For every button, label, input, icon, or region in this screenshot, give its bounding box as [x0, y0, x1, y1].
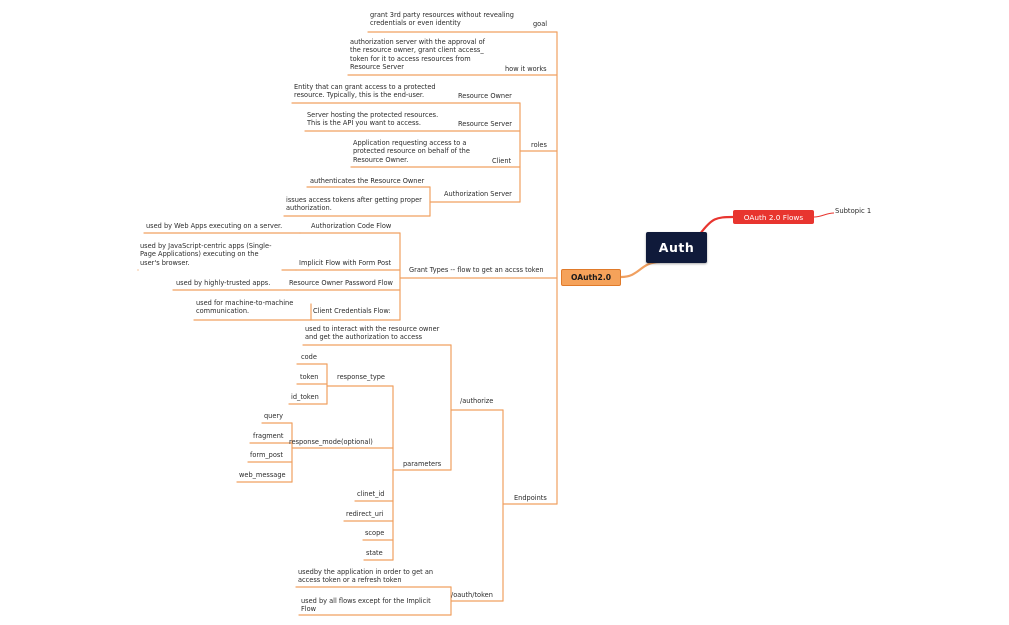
how-it-works-node[interactable]: how it works [505, 65, 547, 73]
response-mode-form-post[interactable]: form_post [250, 451, 283, 459]
response-mode-node[interactable]: response_mode(optional) [289, 438, 373, 446]
topic-oauth2[interactable]: OAuth2.0 [561, 269, 621, 286]
client-note: Application requesting access to a prote… [353, 139, 470, 164]
resource-server-note: Server hosting the protected resources. … [307, 111, 439, 128]
response-type-node[interactable]: response_type [337, 373, 385, 381]
resource-owner-note: Entity that can grant access to a protec… [294, 83, 436, 100]
response-type-id-token[interactable]: id_token [291, 393, 319, 401]
implicit-node[interactable]: Implicit Flow with Form Post [299, 259, 392, 267]
password-node[interactable]: Resource Owner Password Flow [289, 279, 393, 287]
auth-code-note: used by Web Apps executing on a server. [146, 222, 283, 230]
response-mode-web-message[interactable]: web_message [239, 471, 286, 479]
token-endpoint-node[interactable]: /oauth/token [451, 591, 493, 599]
param-redirect-uri[interactable]: redirect_uri [346, 510, 384, 518]
response-mode-fragment[interactable]: fragment [253, 432, 284, 440]
connector-auth-flows [699, 215, 734, 235]
token-note-1: usedby the application in order to get a… [298, 568, 434, 585]
parameters-node[interactable]: parameters [403, 460, 442, 468]
response-type-code[interactable]: code [301, 353, 317, 361]
auth-server-note-2: issues access tokens after getting prope… [286, 196, 422, 213]
how-it-works-note: authorization server with the approval o… [350, 38, 485, 72]
goal-note: grant 3rd party resources without reveal… [370, 11, 514, 28]
central-topic-label: Auth [658, 240, 695, 255]
goal-node[interactable]: goal [533, 20, 548, 28]
resource-owner-node[interactable]: Resource Owner [458, 92, 512, 100]
auth-server-node[interactable]: Authorization Server [444, 190, 512, 198]
authorize-note: used to interact with the resource owner… [305, 325, 440, 342]
client-cred-note: used for machine-to-machine communicatio… [196, 299, 294, 316]
topic-oauth-flows[interactable]: OAuth 2.0 Flows [733, 210, 814, 224]
roles-node[interactable]: roles [531, 141, 547, 149]
param-client-id[interactable]: clinet_id [357, 490, 385, 498]
connector-auth-oauth2 [620, 260, 661, 279]
implicit-note: used by JavaScript-centric apps (Single-… [140, 242, 272, 267]
endpoints-node[interactable]: Endpoints [514, 494, 547, 502]
topic-oauth-flows-label: OAuth 2.0 Flows [743, 212, 804, 222]
resource-server-node[interactable]: Resource Server [458, 120, 512, 128]
token-note-2: used by all flows except for the Implici… [301, 597, 431, 614]
response-mode-query[interactable]: query [264, 412, 284, 420]
subtopic-1[interactable]: Subtopic 1 [835, 207, 872, 215]
topic-oauth2-label: OAuth2.0 [570, 273, 612, 282]
client-node[interactable]: Client [492, 157, 512, 165]
auth-code-node[interactable]: Authorization Code Flow [311, 222, 392, 230]
client-cred-node[interactable]: Client Credentials Flow: [313, 307, 391, 315]
central-topic-auth[interactable]: Auth [646, 232, 707, 263]
authorize-node[interactable]: /authorize [460, 397, 494, 405]
grant-types-node[interactable]: Grant Types -- flow to get an accss toke… [409, 266, 544, 274]
param-scope[interactable]: scope [365, 529, 385, 537]
param-state[interactable]: state [366, 549, 383, 557]
connector-flows-subtopic [813, 212, 835, 218]
response-type-token[interactable]: token [300, 373, 319, 381]
password-note: used by highly-trusted apps. [176, 279, 271, 287]
auth-server-note-1: authenticates the Resource Owner [310, 177, 425, 185]
